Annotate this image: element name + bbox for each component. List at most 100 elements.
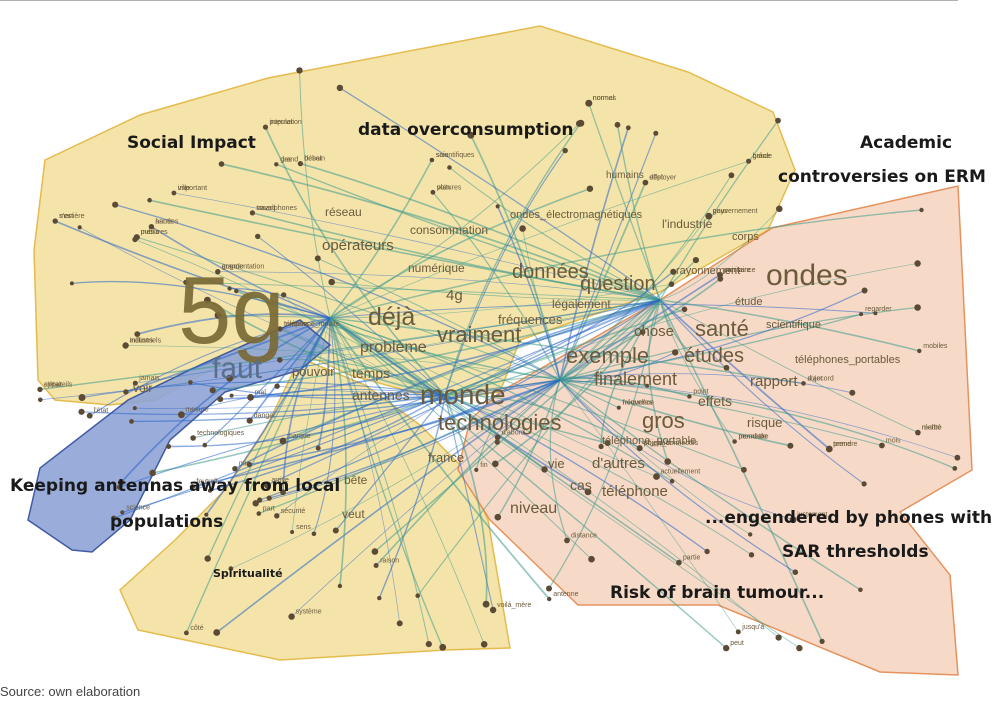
network-node — [586, 185, 594, 192]
word-vraiment: vraiment — [437, 322, 521, 347]
small-word-label: justement — [796, 512, 827, 519]
small-word-label: sais — [436, 152, 449, 159]
word-pouvoir: pouvoir — [292, 364, 335, 379]
network-edge — [259, 299, 661, 501]
network-edge — [134, 394, 446, 410]
network-edge — [559, 373, 853, 394]
network-node — [123, 389, 129, 395]
network-node — [77, 225, 82, 230]
word-dautres: d'autres — [592, 455, 645, 472]
network-node — [112, 201, 119, 208]
word-donnees: données — [512, 261, 589, 283]
network-edge — [444, 394, 488, 605]
network-node — [776, 205, 783, 213]
small-word-label: jamais — [138, 375, 160, 382]
network-edge — [559, 379, 794, 521]
network-edge — [659, 208, 780, 301]
network-node — [775, 117, 781, 124]
network-edge — [659, 299, 727, 369]
small-word-label: plan — [437, 184, 450, 191]
network-edge — [559, 379, 861, 591]
small-word-labels: appareilsmillionssmartphonesgrandetéléph… — [44, 95, 948, 647]
network-edge — [559, 259, 697, 381]
small-word-label: années — [155, 219, 178, 226]
network-edge — [81, 394, 446, 416]
network-edge — [375, 379, 561, 567]
network-edge — [291, 317, 331, 533]
network-edge — [329, 303, 876, 319]
network-edge — [192, 394, 446, 439]
network-edge — [548, 299, 661, 589]
cluster-region-spirituality — [119, 357, 511, 661]
network-node — [796, 644, 803, 652]
network-edge — [659, 299, 919, 433]
network-node — [919, 207, 924, 213]
word-exemple: exemple — [566, 343, 649, 368]
word-telephones-portables: téléphones_portables — [795, 354, 901, 366]
network-node — [467, 131, 475, 139]
network-edge — [54, 220, 331, 319]
network-node — [748, 532, 753, 537]
network-node — [681, 306, 688, 313]
word-bete: bête — [344, 473, 368, 487]
network-node — [37, 386, 43, 393]
network-node — [849, 389, 856, 396]
small-word-label: haute — [155, 219, 173, 226]
network-node — [616, 405, 621, 410]
network-node — [482, 600, 490, 608]
network-node — [274, 383, 280, 389]
network-node — [636, 445, 643, 452]
network-edge — [249, 379, 561, 466]
network-node — [741, 466, 747, 473]
network-edge — [269, 379, 561, 499]
network-node — [669, 478, 675, 484]
word-operateurs: opérateurs — [322, 237, 394, 254]
small-word-label: puissance — [724, 267, 756, 274]
network-edge — [131, 379, 561, 423]
network-node — [227, 286, 232, 291]
small-word-label: ville — [178, 185, 190, 192]
network-edge — [119, 379, 561, 488]
word-reseau: réseau — [325, 205, 362, 219]
word-corps: corps — [732, 231, 759, 243]
small-word-label: mondiale — [739, 434, 768, 441]
cluster-label-social-impact: Social Impact — [127, 133, 256, 153]
word-gros: gros — [642, 408, 685, 433]
small-word-label: jusqu'à — [741, 624, 764, 631]
network-node — [246, 417, 253, 424]
word-antennes: antennes — [352, 387, 410, 403]
network-edge — [267, 299, 661, 486]
word-rapport: rapport — [750, 373, 798, 390]
network-node — [207, 488, 213, 493]
word-labels: faut déjà vraiment monde technologies on… — [133, 170, 901, 521]
network-node — [825, 445, 833, 453]
word-legalement: légalement — [552, 297, 611, 311]
network-edge — [444, 394, 752, 556]
network-edge — [248, 317, 331, 422]
network-edge — [374, 299, 661, 553]
network-node — [256, 511, 262, 516]
small-word-label: débat — [304, 156, 322, 163]
network-edge — [221, 163, 661, 301]
source-caption: Source: own elaboration — [0, 684, 141, 699]
network-node — [735, 629, 741, 635]
network-node — [234, 288, 239, 294]
small-word-label: augmentation — [222, 264, 265, 271]
network-edge — [659, 299, 865, 485]
network-edge — [559, 379, 796, 573]
network-node — [692, 257, 700, 264]
word-cas: cas — [570, 477, 592, 493]
small-word-label: feutrelt — [196, 479, 217, 486]
network-node — [792, 569, 799, 575]
word-monde: monde — [420, 379, 506, 410]
network-node — [214, 311, 222, 319]
small-word-label: danger — [254, 413, 276, 420]
cluster-label-phones-1: ...engendered by phones with high — [705, 508, 997, 528]
network-node — [858, 587, 863, 593]
network-node — [541, 466, 548, 473]
network-node — [204, 555, 211, 562]
word-faut: faut — [212, 352, 263, 385]
small-word-label: voitures — [437, 184, 462, 191]
network-edge — [331, 281, 661, 301]
cluster-label-brain: Risk of brain tumour... — [610, 583, 824, 603]
